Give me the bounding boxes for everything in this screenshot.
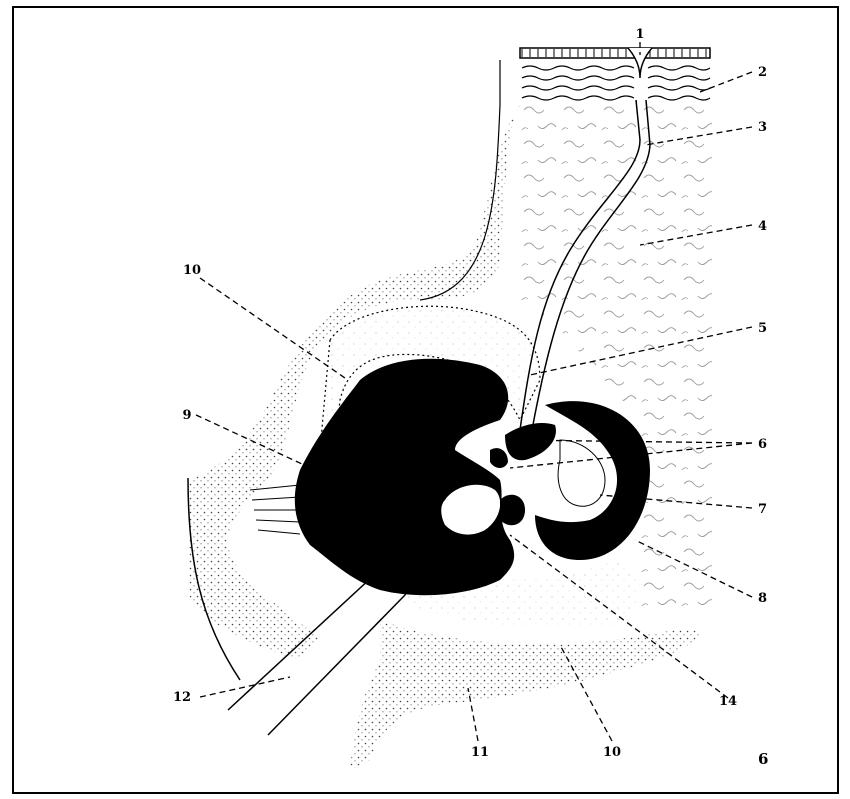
- label-1: 1: [635, 27, 644, 42]
- label-7: 7: [758, 502, 767, 517]
- label-9: 9: [182, 408, 191, 423]
- label-14: 14: [719, 694, 737, 709]
- label-4: 4: [758, 219, 767, 234]
- dermis: [522, 66, 710, 100]
- label-3: 3: [758, 120, 767, 135]
- label-10-bottom: 10: [603, 745, 621, 760]
- label-2: 2: [758, 65, 767, 80]
- label-12: 12: [173, 690, 191, 705]
- panel-label: 6: [758, 750, 768, 768]
- label-11: 11: [471, 745, 489, 760]
- lower-stippled-tissue: [350, 620, 700, 770]
- label-5: 5: [758, 321, 767, 336]
- label-6: 6: [758, 437, 767, 452]
- label-10-top: 10: [183, 263, 201, 278]
- small-dark-bodies: [490, 423, 556, 468]
- epidermis: [520, 48, 710, 78]
- label-8: 8: [758, 591, 767, 606]
- inner-white-region: [558, 440, 605, 506]
- small-dark-nub: [500, 495, 525, 525]
